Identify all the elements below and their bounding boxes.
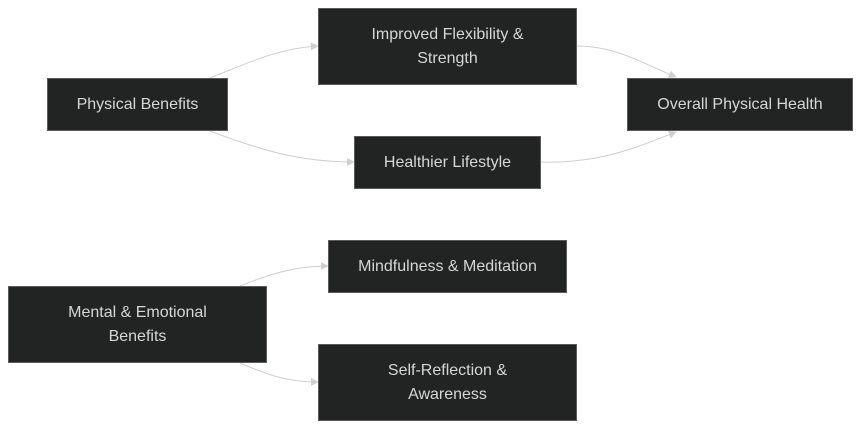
edge-physical-to-lifestyle: [209, 130, 355, 166]
node-label: Improved Flexibility & Strength: [371, 25, 524, 67]
node-improved-flexibility-strength: Improved Flexibility & Strength: [318, 8, 577, 85]
node-label: Physical Benefits: [76, 95, 199, 113]
edge-lifestyle-to-overall: [540, 130, 677, 163]
node-healthier-lifestyle: Healthier Lifestyle: [354, 136, 541, 189]
node-mindfulness-meditation: Mindfulness & Meditation: [328, 240, 567, 293]
edge-mental-to-reflection: [239, 362, 319, 386]
node-label: Self-Reflection & Awareness: [387, 361, 508, 403]
node-self-reflection-awareness: Self-Reflection & Awareness: [318, 344, 577, 421]
node-label: Mindfulness & Meditation: [358, 257, 537, 275]
node-overall-physical-health: Overall Physical Health: [627, 78, 853, 131]
edge-physical-to-flexibility: [209, 42, 319, 79]
node-physical-benefits: Physical Benefits: [47, 78, 228, 131]
edge-mental-to-mindfulness: [239, 262, 329, 287]
node-label: Overall Physical Health: [657, 95, 823, 113]
edge-flexibility-to-overall: [576, 45, 677, 78]
node-label: Mental & Emotional Benefits: [68, 303, 207, 345]
node-mental-emotional-benefits: Mental & Emotional Benefits: [8, 286, 267, 363]
node-label: Healthier Lifestyle: [383, 153, 512, 171]
